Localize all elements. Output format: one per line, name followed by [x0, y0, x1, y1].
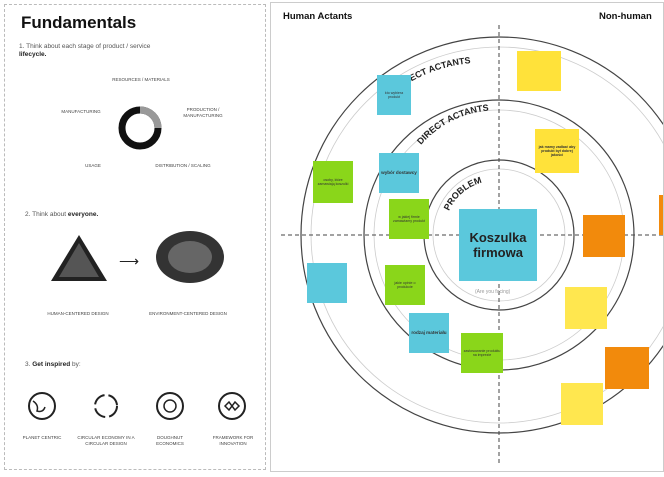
environment-centered-label: ENVIRONMENT-CENTERED DESIGN	[149, 311, 227, 316]
sticky-note[interactable]: w jakiej firmie zamawiamy produkt	[389, 199, 429, 239]
sticky-note-blank[interactable]	[517, 51, 561, 91]
inspired-label: CIRCULAR ECONOMY IN A CIRCULAR DESIGN	[77, 435, 135, 446]
problem-title: Koszulka firmowa	[469, 230, 527, 260]
human-pyramid-icon	[51, 235, 107, 281]
non-human-header: Non-human	[599, 11, 652, 22]
circular-arrows-icon	[94, 394, 118, 418]
fundamentals-title: Fundamentals	[21, 13, 137, 32]
sticky-note-blank[interactable]	[307, 263, 347, 303]
direct-actants-label: DIRECT ACTANTS	[415, 103, 489, 147]
fundamentals-panel: Fundamentals 1. Think about each stage o…	[4, 4, 266, 470]
lifecycle-production-label: PRODUCTION / MANUFACTURING	[183, 107, 223, 118]
problem-subtitle: (Are you facing)	[475, 289, 511, 295]
lifecycle-ring-icon	[118, 106, 162, 150]
sticky-note-blank[interactable]	[583, 215, 625, 257]
sticky-note[interactable]: zastosowanie produktu na imprezie	[461, 333, 503, 373]
lifecycle-resources-label: RESOURCES / MATERIALS	[112, 77, 170, 82]
sticky-note[interactable]: jakie opinie o produkcie	[385, 265, 425, 305]
sticky-note-blank[interactable]	[659, 195, 663, 235]
animals-cluster-icon	[156, 231, 224, 283]
sticky-note[interactable]: osoby, które zamawiają koszulki	[313, 161, 353, 203]
actant-map-panel: INDIRECT ACTANTS DIRECT ACTANTS PROBLEM …	[270, 2, 664, 472]
sticky-note[interactable]: wybór dostawcy	[379, 153, 419, 193]
step-2-text: 2. Think about everyone.	[25, 211, 99, 218]
infinity-icon	[218, 392, 246, 420]
doughnut-icon	[156, 392, 184, 420]
sticky-note-blank[interactable]	[605, 347, 649, 389]
sticky-note-blank[interactable]	[565, 287, 607, 329]
svg-text:DIRECT ACTANTS: DIRECT ACTANTS	[415, 103, 489, 147]
lifecycle-distribution-label: DISTRIBUTION / SCALING	[155, 163, 211, 168]
human-actants-header: Human Actants	[283, 11, 353, 22]
human-centered-label: HUMAN-CENTERED DESIGN	[47, 311, 109, 316]
sticky-note-blank[interactable]	[561, 383, 603, 425]
lifecycle-manufacturing-label: MANUFACTURING	[61, 109, 101, 114]
sticky-note[interactable]: jak mamy zadbać aby produkt był dobrej j…	[535, 129, 579, 173]
inspired-label: DOUGHNUT ECONOMICS	[156, 435, 184, 446]
inspired-label: PLANET CENTRIC	[22, 435, 62, 440]
step-1-text: 1. Think about each stage of product / s…	[19, 43, 151, 58]
inspired-label: FRAMEWORK FOR INNOVATION	[212, 435, 254, 446]
globe-icon	[28, 392, 56, 420]
step-3-text: 3. Get inspired by:	[25, 361, 81, 368]
lifecycle-usage-label: USAGE	[85, 163, 101, 168]
sticky-note[interactable]: rodzaj materiału	[409, 313, 449, 353]
problem-sticky-note[interactable]: Koszulka firmowa	[459, 209, 537, 281]
arrow-right-icon: ⟶	[119, 253, 140, 269]
sticky-note[interactable]: kto wybiera produkt	[377, 75, 411, 115]
